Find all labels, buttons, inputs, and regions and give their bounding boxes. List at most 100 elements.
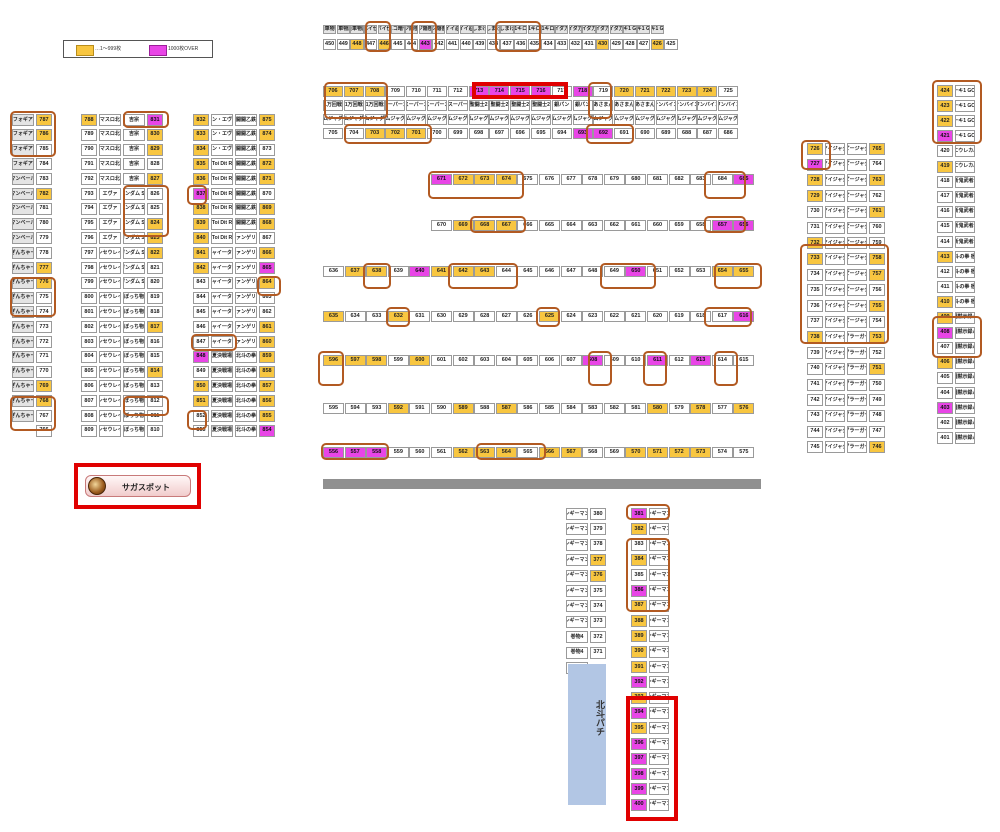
machine-number[interactable]: 564	[495, 447, 517, 458]
machine-number[interactable]: 581	[625, 403, 647, 414]
machine-number[interactable]: 426	[650, 39, 664, 50]
machine-number[interactable]: 605	[517, 355, 539, 366]
machine-number[interactable]: 730	[807, 205, 823, 218]
machine-number[interactable]: 842	[193, 262, 209, 274]
machine-number[interactable]: 750	[869, 378, 885, 391]
machine-number[interactable]: 573	[690, 447, 712, 458]
machine-number[interactable]: 723	[676, 86, 697, 97]
machine-number[interactable]: 812	[147, 395, 163, 408]
machine-number[interactable]: 391	[631, 661, 647, 673]
machine-number[interactable]: 852	[193, 410, 209, 422]
machine-number[interactable]: 718	[572, 86, 593, 97]
machine-number[interactable]: 799	[81, 276, 97, 289]
machine-number[interactable]: 801	[81, 306, 97, 319]
machine-number[interactable]: 415	[937, 220, 953, 233]
machine-number[interactable]: 392	[631, 676, 647, 689]
machine-number[interactable]: 722	[655, 86, 676, 97]
machine-number[interactable]: 790	[81, 143, 97, 156]
machine-number[interactable]: 691	[614, 128, 635, 139]
machine-number[interactable]: 621	[625, 311, 647, 322]
machine-number[interactable]: 804	[81, 350, 97, 363]
machine-number[interactable]: 702	[385, 128, 406, 139]
machine-number[interactable]: 557	[344, 447, 366, 458]
machine-number[interactable]: 848	[193, 350, 209, 363]
machine-number[interactable]: 778	[36, 247, 52, 260]
machine-number[interactable]: 382	[631, 523, 647, 536]
machine-number[interactable]: 720	[614, 86, 635, 97]
machine-number[interactable]: 596	[323, 355, 344, 366]
machine-number[interactable]: 380	[590, 508, 606, 520]
machine-number[interactable]: 410	[937, 296, 953, 309]
machine-number[interactable]: 376	[590, 569, 606, 582]
machine-number[interactable]: 706	[323, 86, 343, 97]
machine-number[interactable]: 697	[489, 128, 510, 139]
machine-number[interactable]: 445	[391, 39, 405, 50]
machine-number[interactable]: 858	[259, 365, 275, 378]
machine-number[interactable]: 672	[452, 174, 474, 185]
machine-number[interactable]: 681	[647, 174, 668, 185]
machine-number[interactable]: 668	[474, 220, 496, 231]
machine-number[interactable]: 872	[259, 158, 275, 171]
machine-number[interactable]: 773	[36, 321, 52, 334]
machine-number[interactable]: 566	[539, 447, 560, 458]
machine-number[interactable]: 749	[869, 394, 885, 407]
machine-number[interactable]: 624	[560, 311, 582, 322]
machine-number[interactable]: 388	[631, 615, 647, 628]
machine-number[interactable]: 868	[259, 217, 275, 230]
machine-number[interactable]: 629	[452, 311, 474, 322]
machine-number[interactable]: 700	[427, 128, 447, 139]
machine-number[interactable]: 786	[36, 128, 52, 141]
machine-number[interactable]: 419	[937, 160, 953, 173]
machine-number[interactable]: 729	[807, 190, 823, 203]
machine-number[interactable]: 862	[259, 306, 275, 319]
machine-number[interactable]: 585	[539, 403, 560, 414]
machine-number[interactable]: 727	[807, 158, 823, 171]
machine-number[interactable]: 721	[635, 86, 655, 97]
machine-number[interactable]: 738	[807, 331, 823, 344]
machine-number[interactable]: 798	[81, 262, 97, 274]
machine-number[interactable]: 398	[631, 768, 647, 781]
machine-number[interactable]: 795	[81, 217, 97, 230]
machine-number[interactable]: 759	[869, 237, 885, 250]
machine-number[interactable]: 698	[468, 128, 489, 139]
machine-number[interactable]: 713	[468, 86, 489, 97]
machine-number[interactable]: 690	[635, 128, 655, 139]
machine-number[interactable]: 873	[259, 143, 275, 156]
machine-number[interactable]: 737	[807, 315, 823, 328]
machine-number[interactable]: 602	[452, 355, 474, 366]
machine-number[interactable]: 781	[36, 202, 52, 215]
machine-number[interactable]: 400	[631, 798, 647, 811]
machine-number[interactable]: 404	[937, 387, 953, 399]
machine-number[interactable]: 441	[445, 39, 460, 50]
machine-number[interactable]: 677	[560, 174, 582, 185]
machine-number[interactable]: 823	[147, 232, 163, 245]
machine-number[interactable]: 643	[474, 266, 496, 277]
machine-number[interactable]: 384	[631, 553, 647, 566]
machine-number[interactable]: 379	[590, 523, 606, 536]
machine-number[interactable]: 604	[495, 355, 517, 366]
machine-number[interactable]: 654	[711, 266, 733, 277]
machine-number[interactable]: 663	[582, 220, 604, 231]
machine-number[interactable]: 788	[81, 114, 97, 126]
machine-number[interactable]: 809	[81, 424, 97, 437]
machine-number[interactable]: 597	[344, 355, 366, 366]
machine-number[interactable]: 834	[193, 143, 209, 156]
machine-number[interactable]: 785	[36, 143, 52, 156]
machine-number[interactable]: 784	[36, 158, 52, 171]
machine-number[interactable]: 619	[668, 311, 690, 322]
machine-number[interactable]: 433	[555, 39, 569, 50]
machine-number[interactable]: 826	[147, 188, 163, 200]
machine-number[interactable]: 449	[336, 39, 350, 50]
machine-number[interactable]: 853	[193, 424, 209, 437]
machine-number[interactable]: 680	[625, 174, 647, 185]
machine-number[interactable]: 716	[531, 86, 551, 97]
machine-number[interactable]: 651	[647, 266, 668, 277]
machine-number[interactable]: 586	[517, 403, 539, 414]
machine-number[interactable]: 693	[572, 128, 593, 139]
machine-number[interactable]: 701	[406, 128, 427, 139]
machine-number[interactable]: 822	[147, 247, 163, 260]
machine-number[interactable]: 864	[259, 276, 275, 289]
machine-number[interactable]: 575	[733, 447, 755, 458]
machine-number[interactable]: 792	[81, 173, 97, 186]
machine-number[interactable]: 802	[81, 321, 97, 334]
